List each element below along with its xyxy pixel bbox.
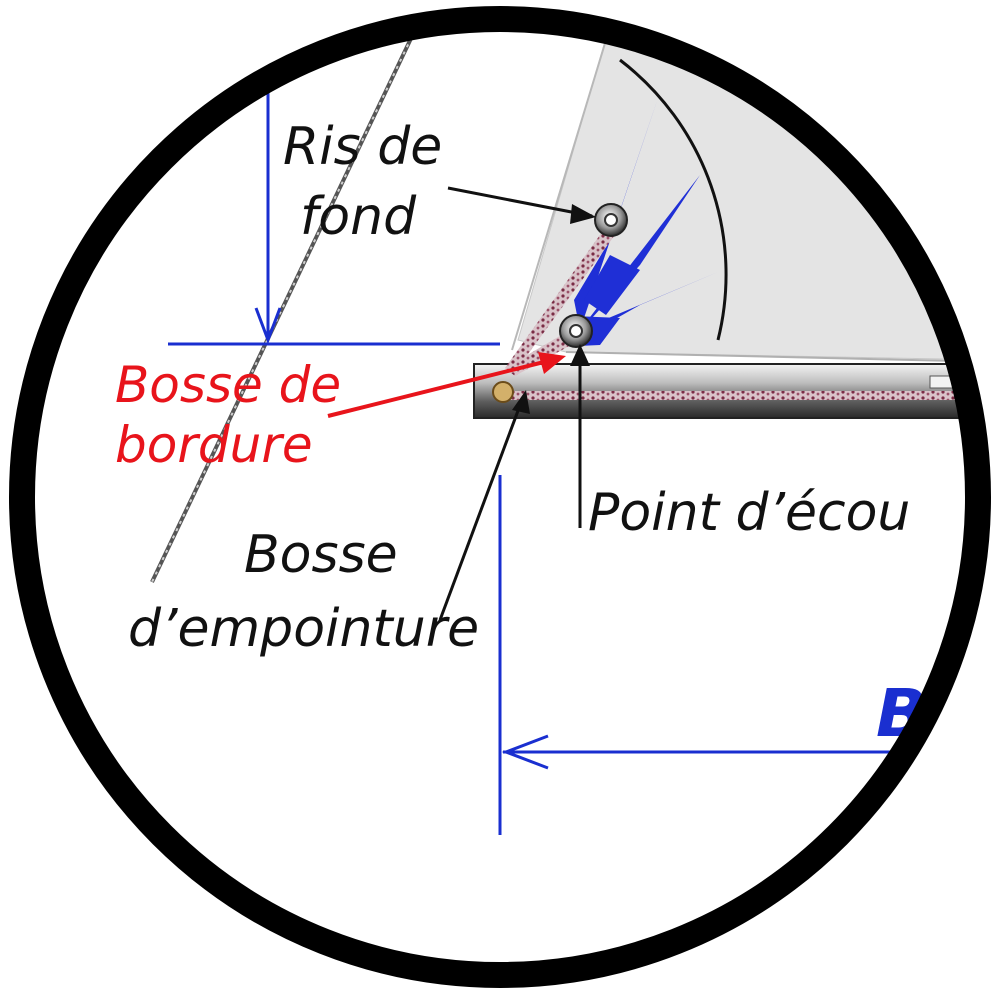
leader-arrows (438, 186, 596, 621)
luff-line (150, 29, 417, 583)
label-ris-de-fond-line2: fond (300, 187, 417, 247)
label-bosse-de-bordure-line1: Bosse de (115, 356, 341, 414)
magnifier-frame (9, 6, 991, 988)
bosse-de-bordure-arrow (327, 352, 566, 418)
label-bosse-de-bordure-line2: bordure (115, 416, 313, 474)
boom-end-fitting (492, 381, 514, 403)
label-point-ecoute: Point d’écou (588, 483, 910, 543)
sail-foot-line (565, 351, 978, 363)
clew-cringle (559, 314, 593, 348)
label-ris-de-fond-line1: Ris de (283, 117, 442, 177)
reef-cringle (594, 203, 628, 237)
boom-rope (505, 391, 978, 400)
label-bosse-empointure-line1: Bosse (244, 525, 398, 585)
label-bosse-empointure-line2: d’empointure (128, 599, 479, 659)
reinforcement-arc (619, 58, 728, 341)
reef-rope (505, 218, 620, 372)
sail-edge-line (511, 39, 607, 351)
